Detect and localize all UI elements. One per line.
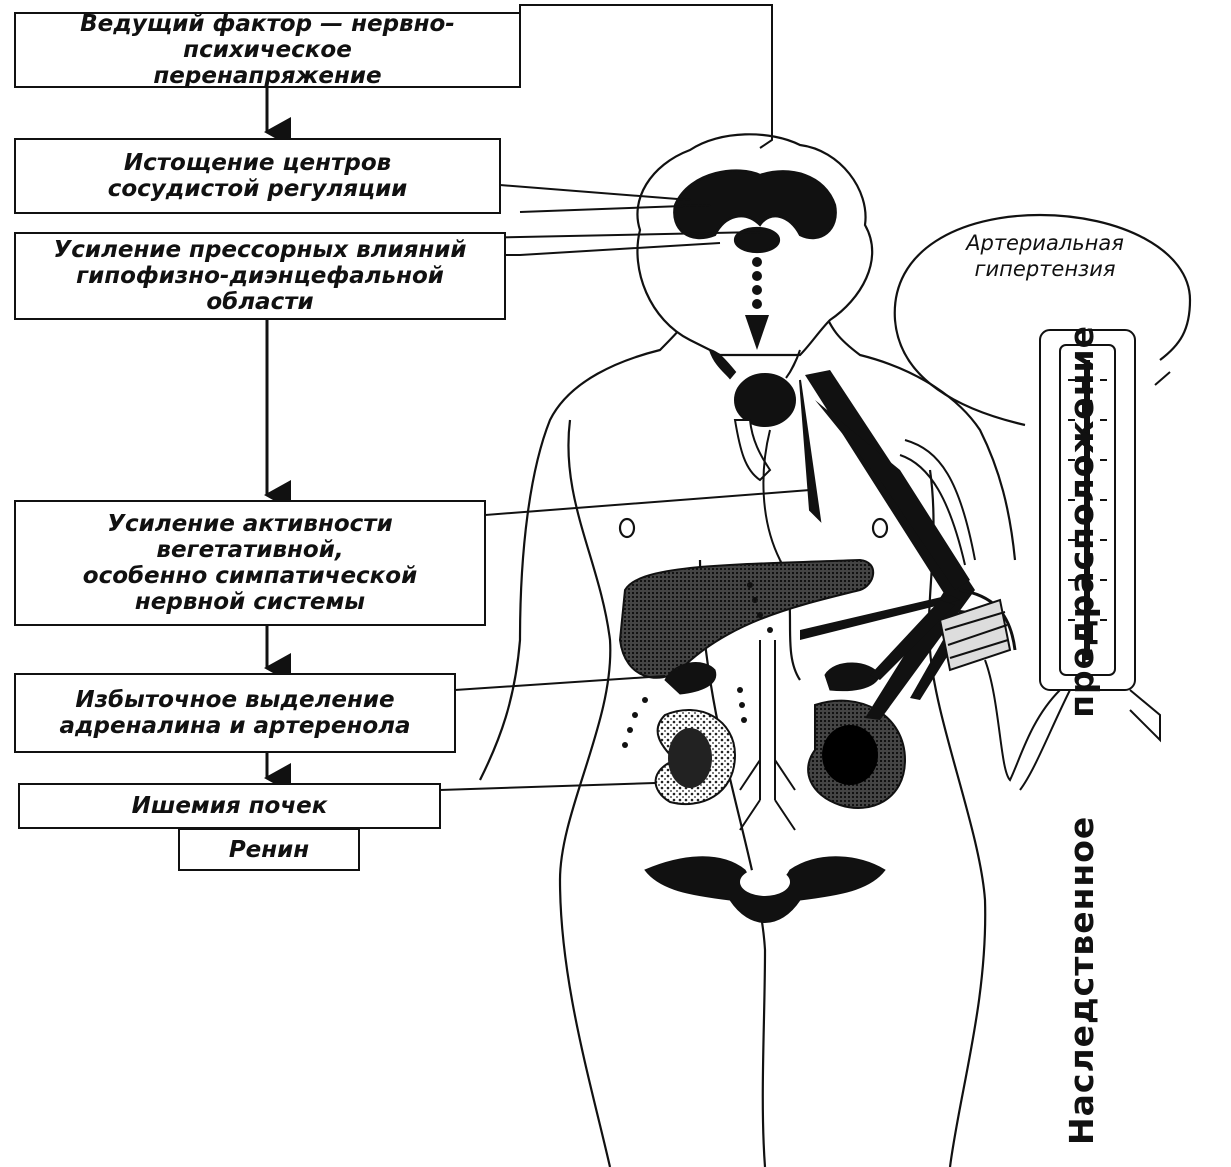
step-line: Истощение центров [124,150,391,176]
liver [620,560,873,678]
heart [710,350,820,560]
step-line: области [206,289,313,315]
step-line: перенапряжение [153,63,381,89]
step-line: вегетативной, [156,537,343,563]
step-line: нервной системы [135,589,365,615]
step-pressor-influence: Усиление прессорных влияний гипофизно-ди… [14,232,506,320]
step-adrenaline-release: Избыточное выделение адреналина и артере… [14,673,456,753]
step-line: Усиление прессорных влияний [54,237,467,263]
step-kidney-ischemia: Ишемия почек [18,783,441,829]
bubble-line: гипертензия [920,256,1170,282]
step-line: сосудистой регуляции [108,176,408,202]
bubble-line: Артериальная [920,230,1170,256]
bubble-label: Артериальная гипертензия [920,230,1170,282]
step-line: Ишемия почек [132,793,328,819]
step-line: адреналина и артеренола [59,713,410,739]
hereditary-predisposition-label: Наследственное предрасположение [1062,325,1101,1145]
aorta [740,640,795,830]
step-sympathetic-activity: Усиление активности вегетативной, особен… [14,500,486,626]
step-line: особенно симпатической [83,563,417,589]
side-word: Наследственное [1062,816,1101,1145]
step-line: Ведущий фактор — нервно-психическое [16,11,519,63]
step-renin: Ренин [178,828,360,871]
adrenal-right [825,663,880,691]
step-line: гипофизно-диэнцефальной [76,263,444,289]
step-line: Избыточное выделение [75,687,394,713]
step-line: Усиление активности [107,511,392,537]
step-nervous-overstrain: Ведущий фактор — нервно-психическое пере… [14,12,521,88]
step-vascular-centers-exhaustion: Истощение центров сосудистой регуляции [14,138,501,214]
side-word: предрасположение [1062,325,1101,718]
step-line: Ренин [229,837,309,863]
